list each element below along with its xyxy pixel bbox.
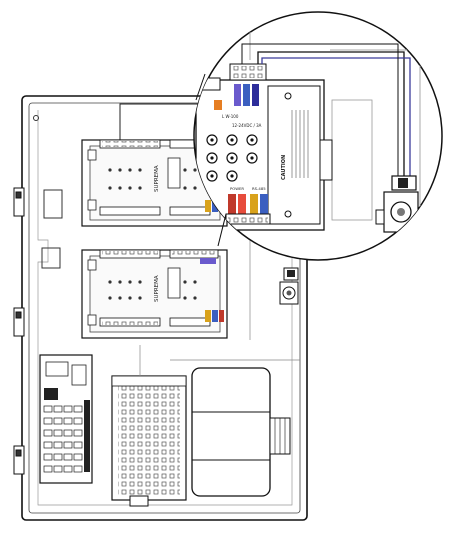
left-brackets [13, 187, 25, 475]
zoom-leader-line [217, 213, 227, 247]
zoom-power-label: POWER [230, 186, 244, 191]
lower-board-label: SUPREMA [154, 275, 160, 302]
battery [191, 367, 291, 497]
tamper-switch [279, 267, 299, 305]
zoom-voltage-label: 12-24VDC / 3A [232, 123, 262, 128]
zoom-header-label: L W-100 [222, 114, 239, 119]
zoom-caution-title: CAUTION [281, 155, 287, 180]
upper-board-label: SUPREMA [154, 165, 160, 192]
power-supply [111, 375, 187, 507]
zoom-leader-line [195, 73, 206, 101]
lower-controller-board: SUPREMA [81, 249, 228, 339]
zoom-rs485-label: RS-485 [252, 186, 266, 191]
zoom-detail: L W-100 12-24VDC / 3A CAUTION POWER [193, 11, 443, 261]
relay-board [39, 354, 93, 484]
